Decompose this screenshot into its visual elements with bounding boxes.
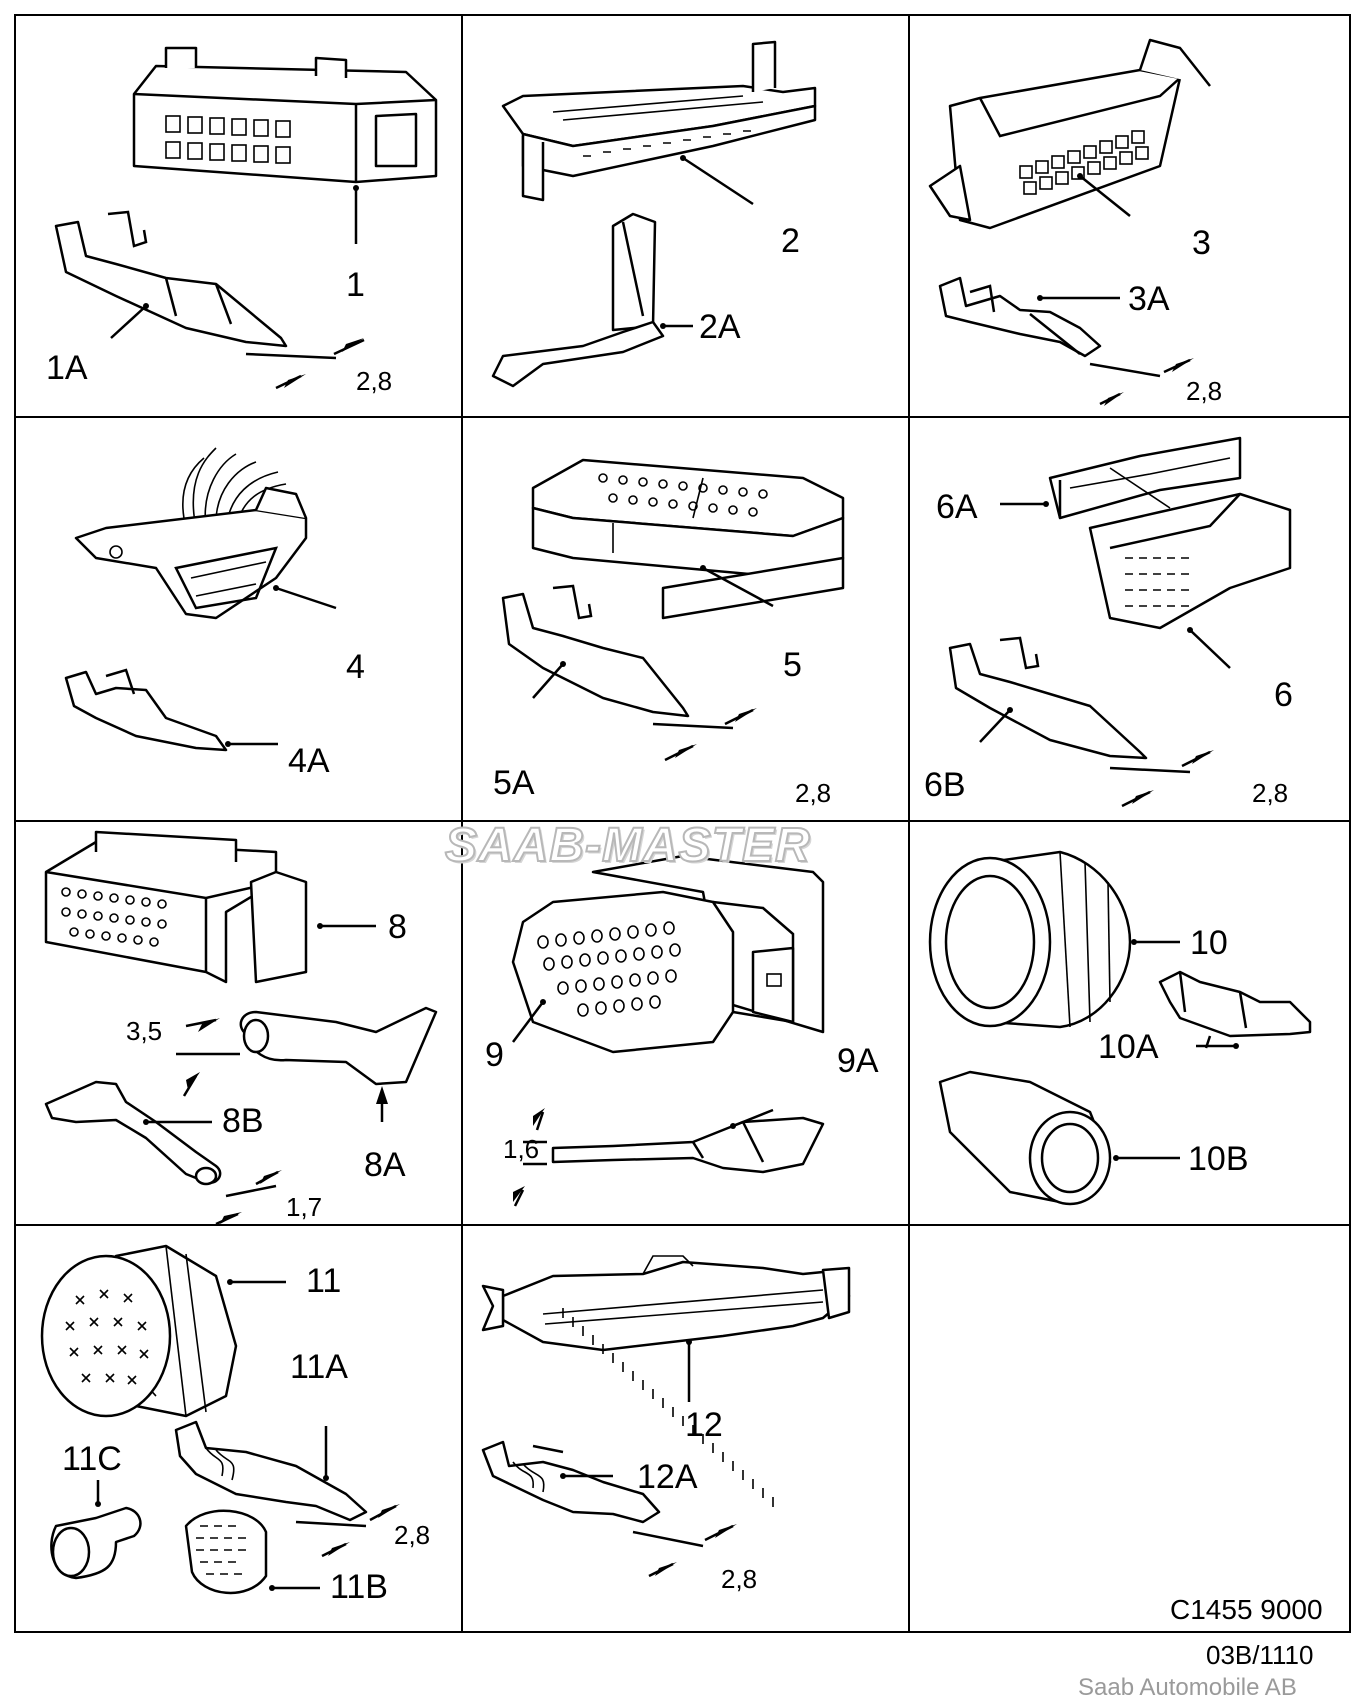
dimension-5: 2,8 [795, 778, 832, 808]
label-part-11c: 11C [62, 1440, 122, 1478]
label-part-2a: 2A [699, 308, 741, 346]
label-part-4a: 4A [288, 742, 330, 780]
cell-connector-2: 2 2A [463, 16, 908, 416]
label-part-2: 2 [781, 222, 800, 260]
figure-code: C1455 9000 [1170, 1594, 1323, 1625]
grid-divider [908, 14, 910, 1633]
label-part-1: 1 [346, 266, 365, 304]
dimension-8-3-5: 3,5 [126, 1016, 163, 1046]
label-part-8a: 8A [364, 1146, 406, 1184]
cell-connector-12: 12 12A 2,8 [463, 1226, 908, 1631]
label-part-11: 11 [306, 1262, 342, 1300]
label-part-1a: 1A [46, 349, 88, 387]
label-part-9a: 9A [837, 1042, 879, 1080]
connector-1-drawing [54, 46, 438, 390]
label-part-6a: 6A [936, 488, 978, 526]
connector-3-drawing [928, 38, 1211, 406]
label-part-6b: 6B [924, 766, 966, 804]
dimension-1: 2,8 [356, 366, 393, 396]
label-part-12a: 12A [637, 1458, 698, 1496]
label-part-12: 12 [685, 1406, 723, 1444]
dimension-6: 2,8 [1252, 778, 1289, 808]
connector-12-drawing [481, 1255, 851, 1578]
dimension-11: 2,8 [394, 1520, 431, 1550]
label-part-9: 9 [485, 1036, 504, 1074]
dimension-3: 2,8 [1186, 376, 1223, 406]
label-part-8b: 8B [222, 1102, 264, 1140]
diagram-frame [14, 14, 1351, 1633]
connector-11-drawing [40, 1244, 400, 1595]
dimension-12: 2,8 [721, 1564, 758, 1594]
grid-divider [14, 820, 1351, 822]
cell-connector-10: 10 10A 10B [910, 822, 1351, 1224]
label-part-11a: 11A [290, 1348, 348, 1386]
label-part-10b: 10B [1188, 1140, 1249, 1178]
label-part-4: 4 [346, 648, 365, 686]
label-part-5a: 5A [493, 764, 535, 802]
cell-connector-3: 3 3A 2,8 [910, 16, 1351, 416]
cell-connector-6: 6A 6 6B 2,8 [910, 418, 1351, 820]
connector-9-drawing [511, 854, 825, 1207]
label-part-5: 5 [783, 646, 802, 684]
page-reference: 03B/1110 [1206, 1640, 1314, 1670]
label-part-3: 3 [1192, 224, 1211, 262]
connector-8-drawing [44, 830, 438, 1226]
cell-connector-11: 11 11A 11C 2,8 11B [16, 1226, 461, 1631]
cell-connector-1: 1 1A 2,8 [16, 16, 461, 416]
watermark: SAAB-MASTER [444, 819, 811, 872]
cell-connector-8: 8 3,5 8B 8A 1,7 [16, 822, 461, 1226]
connector-6-drawing [948, 436, 1292, 808]
label-part-3a: 3A [1128, 280, 1170, 318]
grid-divider [461, 14, 463, 1633]
cell-connector-9: 9 9A 1,6 [463, 822, 908, 1224]
label-part-10: 10 [1190, 924, 1228, 962]
connector-10-drawing [928, 850, 1312, 1206]
cell-connector-4: 4 4A [16, 418, 461, 820]
connector-4-drawing [64, 447, 337, 752]
cell-connector-5: 5 5A 2,8 [463, 418, 908, 820]
grid-divider [14, 416, 1351, 418]
dimension-9: 1,6 [503, 1134, 540, 1164]
label-part-8: 8 [388, 908, 407, 946]
label-part-11b: 11B [330, 1568, 388, 1606]
brand-credit: Saab Automobile AB [1078, 1674, 1297, 1701]
dimension-8-1-7: 1,7 [286, 1192, 323, 1222]
grid-divider [14, 1224, 1351, 1226]
connector-2-drawing [491, 40, 817, 388]
connector-5-drawing [501, 458, 845, 762]
label-part-10a: 10A [1098, 1028, 1159, 1066]
label-part-6: 6 [1274, 676, 1293, 714]
